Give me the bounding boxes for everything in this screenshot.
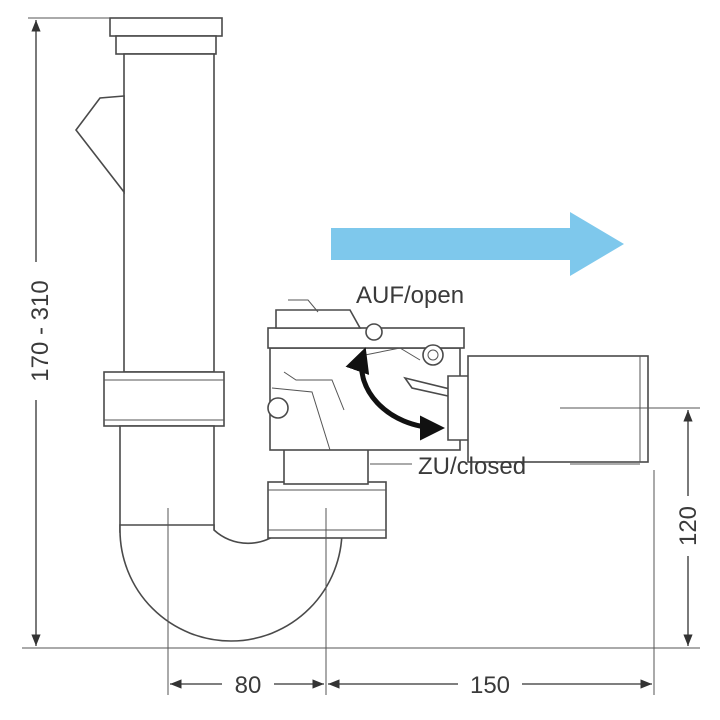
outlet-height-dimension-label: 120 — [675, 506, 702, 546]
closed-label: ZU/closed — [418, 453, 526, 480]
open-close-arrow — [345, 347, 445, 441]
valve-knob — [422, 344, 444, 366]
tailpipe — [74, 17, 223, 373]
valve-screw — [267, 397, 289, 419]
outlet-length-dimension-label: 150 — [470, 672, 510, 699]
open-label: AUF/open — [356, 282, 464, 309]
trap-left-leg — [119, 425, 215, 533]
valve-pivot — [365, 323, 383, 341]
tailpipe-nut — [103, 371, 225, 427]
flow-direction-arrow — [331, 212, 624, 276]
overflow-inlet — [74, 95, 125, 195]
trap-spacing-dimension-label: 80 — [235, 672, 262, 699]
outlet-pipe — [467, 355, 649, 463]
u-bend — [119, 524, 343, 642]
height-dimension-label: 170 - 310 — [27, 280, 54, 381]
